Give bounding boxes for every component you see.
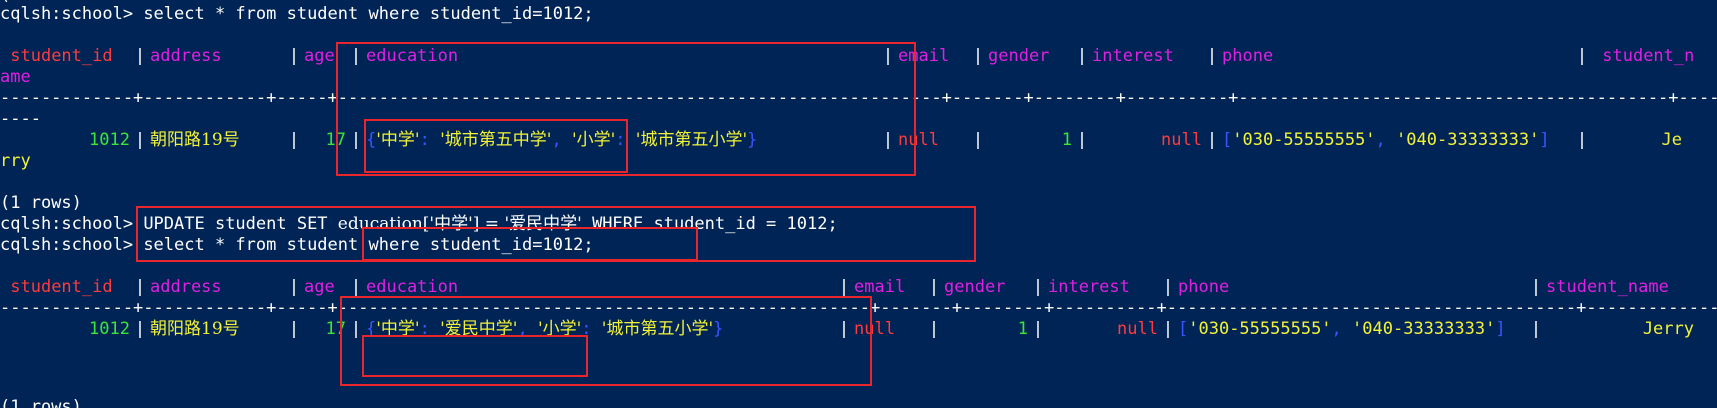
cell-email: null xyxy=(854,319,895,339)
cell-age: 17 xyxy=(325,130,346,150)
command-line-select-1[interactable]: cqlsh:school> select * from student wher… xyxy=(0,3,594,26)
cell-student-name-part2: rry xyxy=(0,151,31,171)
cell-address: 朝阳路19号 xyxy=(150,319,240,339)
header-age: age xyxy=(304,46,335,66)
cell-email: null xyxy=(898,130,939,150)
cell-gender: 1 xyxy=(1017,319,1028,339)
command-update-tail: WHERE student_id = 1012; xyxy=(592,214,838,234)
cell-address: 朝阳路19号 xyxy=(150,130,240,150)
highlight-box-new-value xyxy=(362,335,588,377)
separator-rule-1-wrap: ---- xyxy=(0,109,41,129)
rows-count-1: (1 rows) xyxy=(0,193,82,213)
header-phone: phone xyxy=(1222,46,1274,66)
cell-edu-key-1: '中学' xyxy=(376,130,420,150)
prompt: cqlsh:school> xyxy=(0,214,134,234)
header-student-name-part1: student_n xyxy=(1602,46,1695,66)
header-email: email xyxy=(854,277,906,297)
cell-edu-value-1: '爱民中学' xyxy=(440,319,518,339)
cell-student-name: Jerry xyxy=(1642,319,1694,339)
header-interest: interest xyxy=(1048,277,1130,297)
result-header-2: student_id|address|age|education|email|g… xyxy=(10,277,1669,297)
header-student-name-part2: ame xyxy=(0,67,31,87)
clipped-previous-line: ( xyxy=(0,0,10,7)
separator-rule-2: -------------+------------+-----+-------… xyxy=(0,298,1717,318)
result-row-2: 1012|朝阳路19号|17|{'中学': '爱民中学', '小学': '城市第… xyxy=(89,319,1694,339)
cell-phone-2: '040-33333333' xyxy=(1396,130,1540,150)
result-header-1: student_id|address|age|education|email|g… xyxy=(10,46,1695,66)
cell-student-id: 1012 xyxy=(89,319,130,339)
command-line-update[interactable]: cqlsh:school> UPDATE student SET educati… xyxy=(0,213,838,236)
prompt: cqlsh:school> xyxy=(0,4,134,24)
separator-rule-1: -------------+------------+-----+-------… xyxy=(0,88,1717,108)
cell-edu-value-2: '城市第五小学' xyxy=(635,130,748,150)
cell-interest: null xyxy=(1117,319,1158,339)
header-address: address xyxy=(150,277,222,297)
command-line-select-2[interactable]: cqlsh:school> select * from student wher… xyxy=(0,234,594,257)
cell-student-id: 1012 xyxy=(89,130,130,150)
prompt: cqlsh:school> xyxy=(0,235,134,255)
cell-phone-2: '040-33333333' xyxy=(1352,319,1496,339)
cell-phone-1: '030-55555555' xyxy=(1188,319,1332,339)
command-update-expression: education['中学'] = '爱民中学' xyxy=(337,214,582,234)
cell-phone-1: '030-55555555' xyxy=(1232,130,1376,150)
header-interest: interest xyxy=(1092,46,1174,66)
header-education: education xyxy=(366,46,459,66)
cell-gender: 1 xyxy=(1061,130,1072,150)
cell-edu-key-2: '小学' xyxy=(571,130,616,150)
header-gender: gender xyxy=(988,46,1050,66)
command-text: select * from student where student_id=1… xyxy=(143,4,594,24)
cell-edu-value-1: '城市第五中学' xyxy=(440,130,552,150)
header-education: education xyxy=(366,277,459,297)
header-student-id: student_id xyxy=(10,46,113,66)
cell-edu-key-1: '中学' xyxy=(376,319,420,339)
header-address: address xyxy=(150,46,222,66)
result-row-1: 1012|朝阳路19号|17|{'中学': '城市第五中学', '小学': '城… xyxy=(89,130,1682,150)
command-text: select * from student where student_id=1… xyxy=(143,235,594,255)
cell-edu-value-2: '城市第五小学' xyxy=(601,319,714,339)
header-age: age xyxy=(304,277,335,297)
header-gender: gender xyxy=(944,277,1006,297)
rows-count-2: (1 rows) xyxy=(0,397,82,408)
header-email: email xyxy=(898,46,950,66)
cell-age: 17 xyxy=(325,319,346,339)
cell-edu-key-2: '小学' xyxy=(537,319,582,339)
header-student-id: student_id xyxy=(10,277,113,297)
header-student-name: student_name xyxy=(1546,277,1669,297)
cell-interest: null xyxy=(1161,130,1202,150)
cell-student-name-part1: Je xyxy=(1661,130,1682,150)
header-phone: phone xyxy=(1178,277,1230,297)
command-update-start: UPDATE student SET xyxy=(143,214,328,234)
